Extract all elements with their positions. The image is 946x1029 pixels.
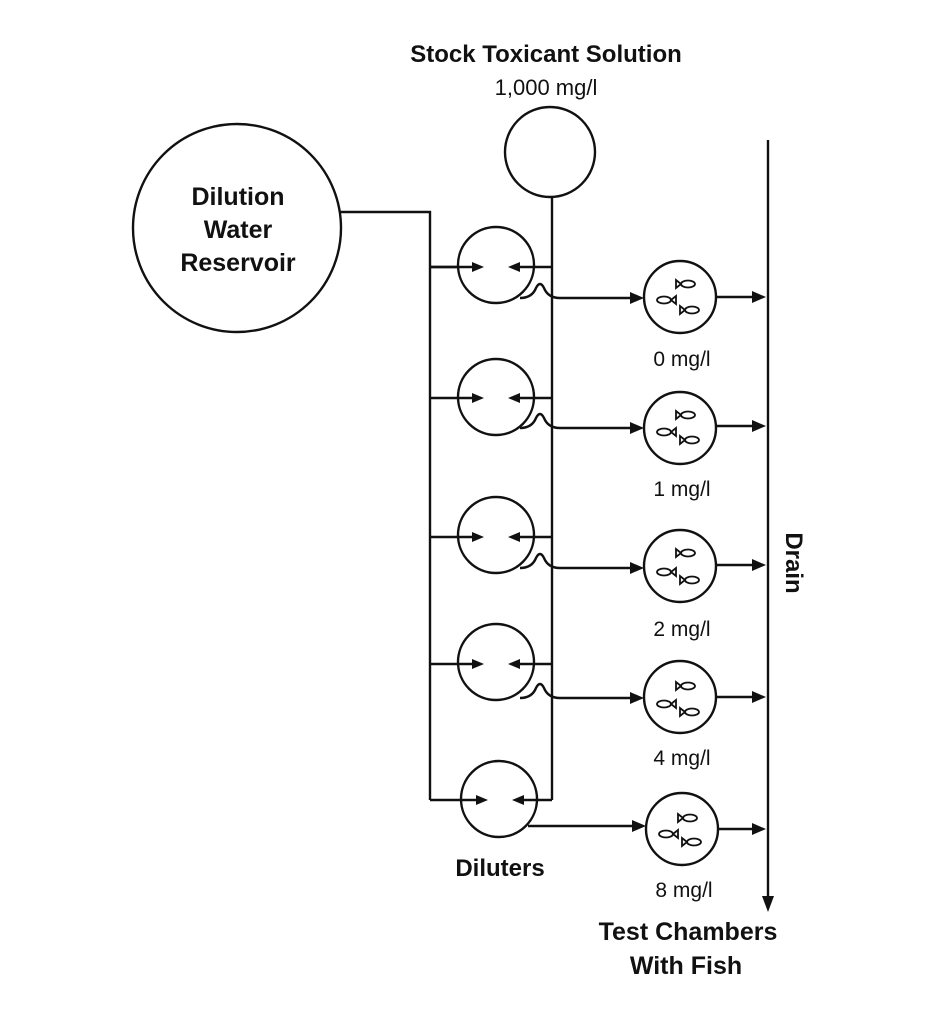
test-chambers-label-line-1: Test Chambers bbox=[599, 918, 778, 946]
diluters-label: Diluters bbox=[455, 855, 544, 882]
diluter-row-4 bbox=[430, 759, 646, 839]
diluter-row-3 bbox=[430, 622, 644, 704]
test-chamber-3 bbox=[642, 659, 766, 735]
test-chamber-2-concentration: 2 mg/l bbox=[653, 618, 710, 641]
test-chamber-1 bbox=[642, 390, 766, 466]
test-chamber-2 bbox=[642, 528, 766, 604]
diluter-row-2 bbox=[430, 495, 644, 575]
test-chamber-0-concentration: 0 mg/l bbox=[653, 348, 710, 371]
drain-label: Drain bbox=[780, 532, 807, 593]
diluter-row-0 bbox=[430, 225, 644, 305]
reservoir-label-line-2: Water bbox=[204, 216, 273, 244]
stock-title: Stock Toxicant Solution bbox=[410, 41, 682, 68]
stock-toxicant-tank bbox=[503, 105, 597, 199]
reservoir-label-line-1: Dilution bbox=[191, 183, 284, 211]
dilution-water-reservoir-tank bbox=[131, 122, 343, 334]
stock-concentration: 1,000 mg/l bbox=[495, 75, 598, 100]
water-supply-line bbox=[340, 210, 432, 800]
drain-arrow-head bbox=[762, 896, 774, 912]
diluter-3 bbox=[456, 622, 536, 702]
test-chambers-label-line-2: With Fish bbox=[630, 952, 742, 980]
test-chamber-3-concentration: 4 mg/l bbox=[653, 747, 710, 770]
test-chamber-0 bbox=[642, 259, 766, 335]
test-chamber-4 bbox=[644, 791, 766, 867]
diluter-row-1 bbox=[430, 357, 644, 437]
test-chamber-1-concentration: 1 mg/l bbox=[653, 478, 710, 501]
test-chamber-4-concentration: 8 mg/l bbox=[655, 879, 712, 902]
reservoir-label-line-3: Reservoir bbox=[180, 249, 296, 277]
diluter-0 bbox=[456, 225, 536, 305]
diluter-2 bbox=[456, 495, 536, 575]
